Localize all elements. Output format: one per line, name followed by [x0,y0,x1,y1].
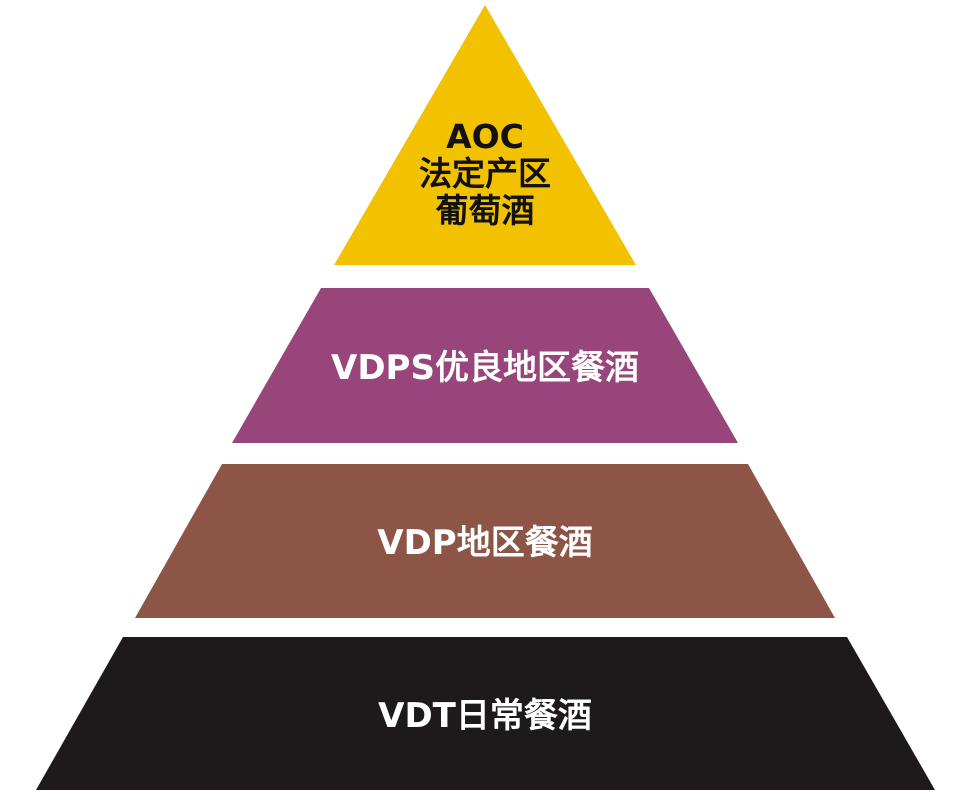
tier-vdps-label: VDPS优良地区餐酒 [331,348,639,388]
tier-vdps-shape [232,288,738,443]
tier-aoc-line2: 法定产区 [419,154,551,193]
tier-aoc-line1: AOC [446,117,524,156]
tier-vdt-label: VDT日常餐酒 [378,696,592,736]
tier-aoc-shape [334,5,636,265]
tier-aoc-line3: 葡萄酒 [435,191,535,230]
tier-vdp-label: VDP地区餐酒 [377,523,593,563]
tier-vdt-shape [36,637,935,790]
tier-aoc-label: AOC 法定产区 葡萄酒 [0,118,970,229]
tier-vdp-shape [135,464,835,618]
